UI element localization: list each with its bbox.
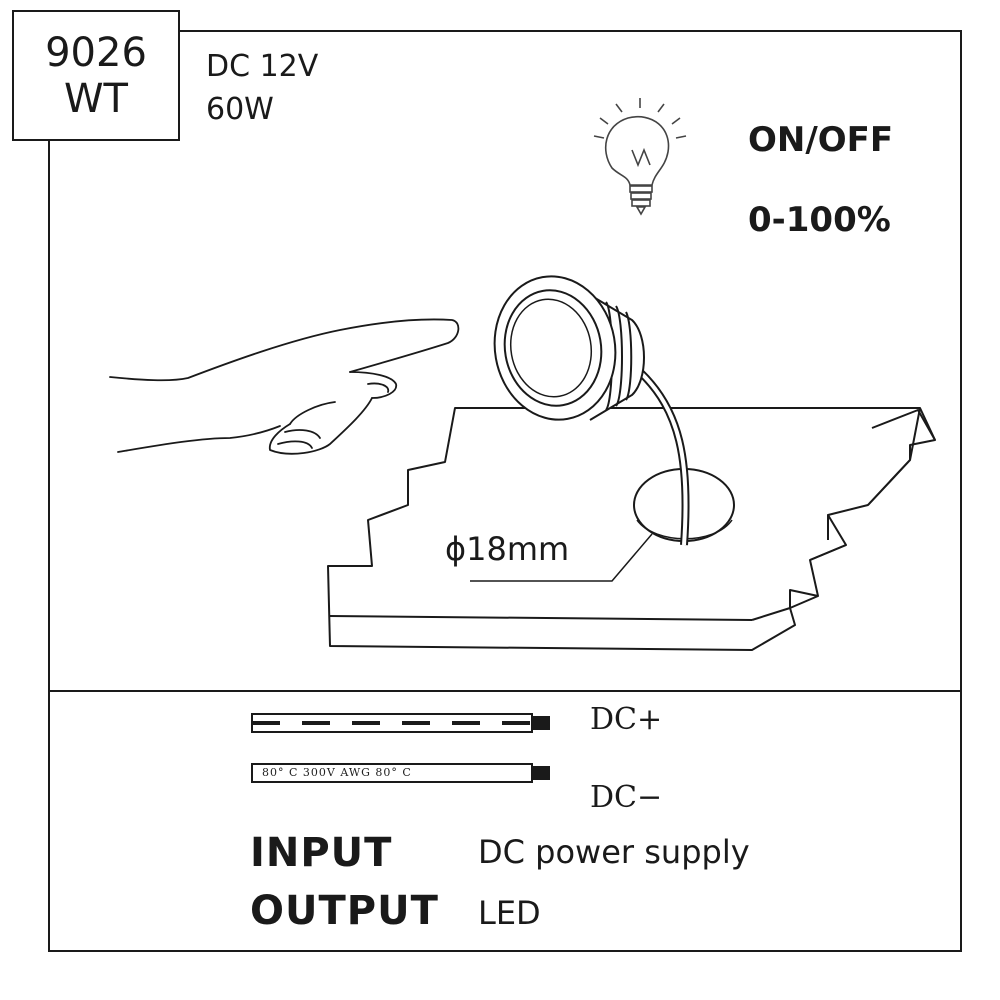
puck-light-icon xyxy=(493,275,645,421)
cable-print-text: 80° C 300V AWG 80° C xyxy=(262,766,412,779)
power-spec: 60W xyxy=(206,92,274,127)
model-suffix: WT xyxy=(64,75,128,122)
hole-diameter-label: ϕ18mm xyxy=(445,530,570,568)
section-divider xyxy=(48,690,962,692)
input-value: DC power supply xyxy=(478,833,750,871)
on-off-label: ON/OFF xyxy=(748,120,894,160)
diameter-leader xyxy=(470,533,653,582)
dc-negative-wire xyxy=(251,763,550,783)
dc-positive-label: DC+ xyxy=(590,702,663,737)
diagram-frame xyxy=(48,30,962,952)
countertop xyxy=(327,407,936,651)
model-number-box: 9026 WT xyxy=(12,10,180,141)
input-key: INPUT xyxy=(250,830,393,876)
dc-positive-wire xyxy=(251,713,550,733)
dc-negative-label: DC− xyxy=(590,780,663,815)
hand-icon xyxy=(109,318,460,455)
output-key: OUTPUT xyxy=(250,888,439,934)
dimming-label: 0-100% xyxy=(748,200,891,240)
output-value: LED xyxy=(478,894,541,932)
model-number: 9026 xyxy=(45,29,147,76)
voltage-spec: DC 12V xyxy=(206,49,319,84)
light-bulb-icon xyxy=(593,98,687,216)
